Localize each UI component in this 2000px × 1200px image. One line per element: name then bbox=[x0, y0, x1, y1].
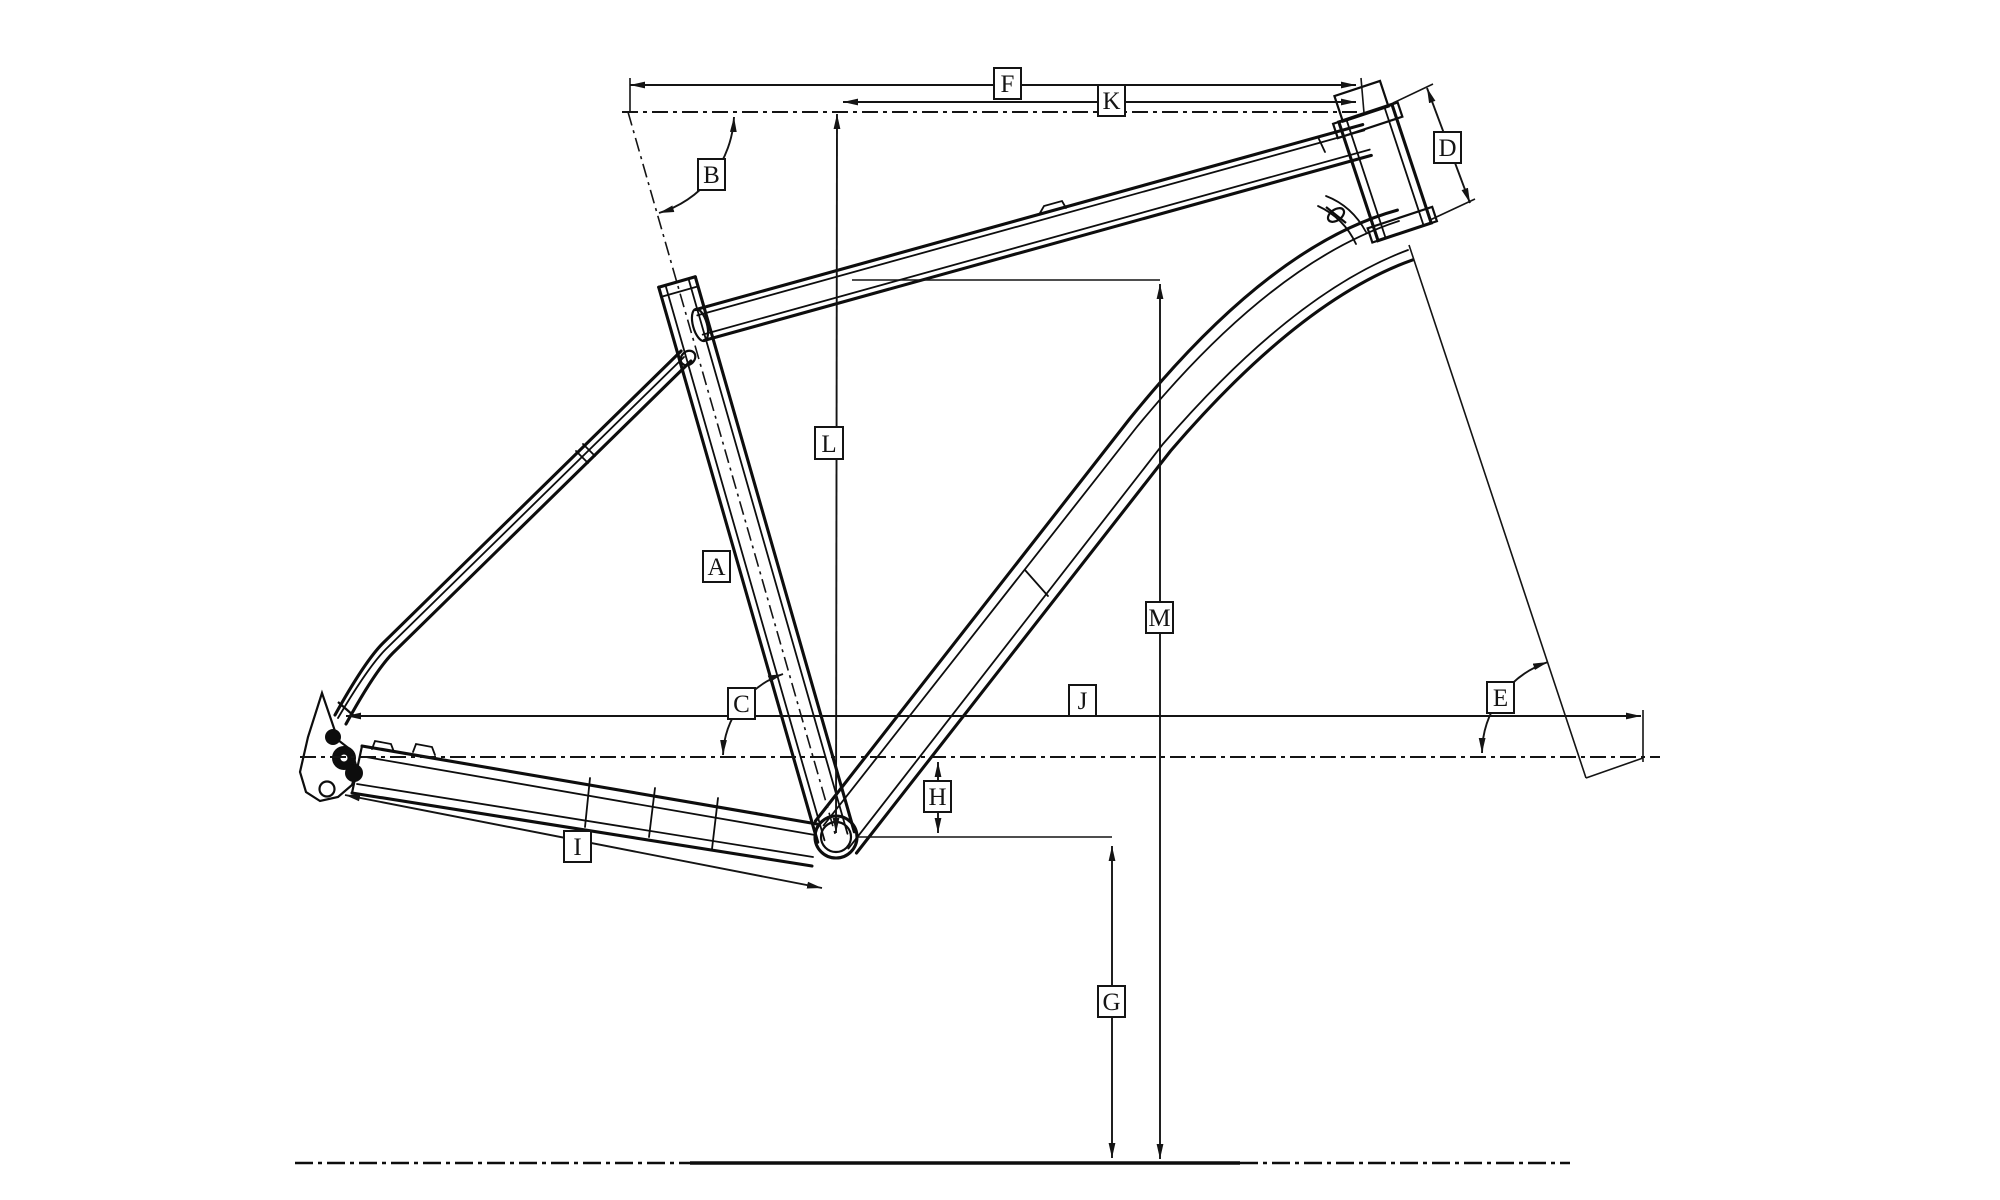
cable-guide-tab bbox=[412, 742, 436, 756]
dimension-G bbox=[857, 836, 1116, 1158]
dim-label-C: C bbox=[727, 687, 756, 720]
dim-label-K: K bbox=[1097, 84, 1126, 117]
svg-text:H: H bbox=[928, 784, 946, 811]
dimension-M bbox=[852, 279, 1164, 1159]
svg-text:J: J bbox=[1078, 688, 1088, 715]
dim-label-M: M bbox=[1145, 601, 1174, 634]
seat-stay bbox=[333, 349, 697, 726]
svg-text:C: C bbox=[733, 691, 750, 718]
svg-text:L: L bbox=[821, 431, 836, 458]
dim-label-A: A bbox=[702, 550, 731, 583]
cable-guide-tab bbox=[371, 739, 395, 753]
reference-lines bbox=[295, 111, 1660, 1165]
steering-axis-line bbox=[1408, 244, 1587, 779]
down-tube bbox=[813, 195, 1415, 855]
dim-label-F: F bbox=[993, 67, 1022, 100]
dim-label-G: G bbox=[1097, 985, 1126, 1018]
hanger-bolt-icon bbox=[345, 764, 363, 782]
dimension-L bbox=[832, 113, 841, 834]
lower-headset-collar bbox=[1366, 205, 1439, 244]
dim-label-H: H bbox=[923, 780, 952, 813]
axle-bolt-icon bbox=[325, 729, 341, 745]
rear-dropout bbox=[298, 689, 363, 803]
svg-text:K: K bbox=[1102, 88, 1120, 115]
svg-text:I: I bbox=[573, 834, 581, 861]
svg-text:E: E bbox=[1493, 685, 1508, 712]
svg-text:B: B bbox=[703, 162, 720, 189]
seat-tube bbox=[657, 275, 856, 844]
dim-label-L: L bbox=[814, 426, 844, 460]
upper-headset-collar bbox=[1331, 101, 1404, 140]
bottle-bolt-icon bbox=[1325, 206, 1347, 224]
bike-frame bbox=[298, 79, 1439, 868]
dimension-labels: F K B D L A C M bbox=[563, 67, 1515, 1018]
top-tube bbox=[690, 123, 1373, 343]
svg-text:F: F bbox=[1001, 71, 1015, 98]
head-tube bbox=[1331, 79, 1439, 244]
seat-tube-axis-line bbox=[627, 111, 837, 838]
dim-label-E: E bbox=[1486, 681, 1515, 714]
dim-label-B: B bbox=[697, 158, 726, 191]
dim-label-I: I bbox=[563, 830, 592, 863]
dropout-eyelet-icon bbox=[318, 780, 336, 798]
dimension-J bbox=[346, 710, 1644, 762]
svg-text:D: D bbox=[1438, 135, 1456, 162]
dimension-lines bbox=[344, 77, 1644, 1159]
dim-label-J: J bbox=[1068, 684, 1097, 717]
dim-label-D: D bbox=[1433, 131, 1462, 164]
svg-text:G: G bbox=[1102, 989, 1120, 1016]
svg-text:A: A bbox=[707, 554, 725, 581]
svg-text:M: M bbox=[1148, 605, 1170, 632]
